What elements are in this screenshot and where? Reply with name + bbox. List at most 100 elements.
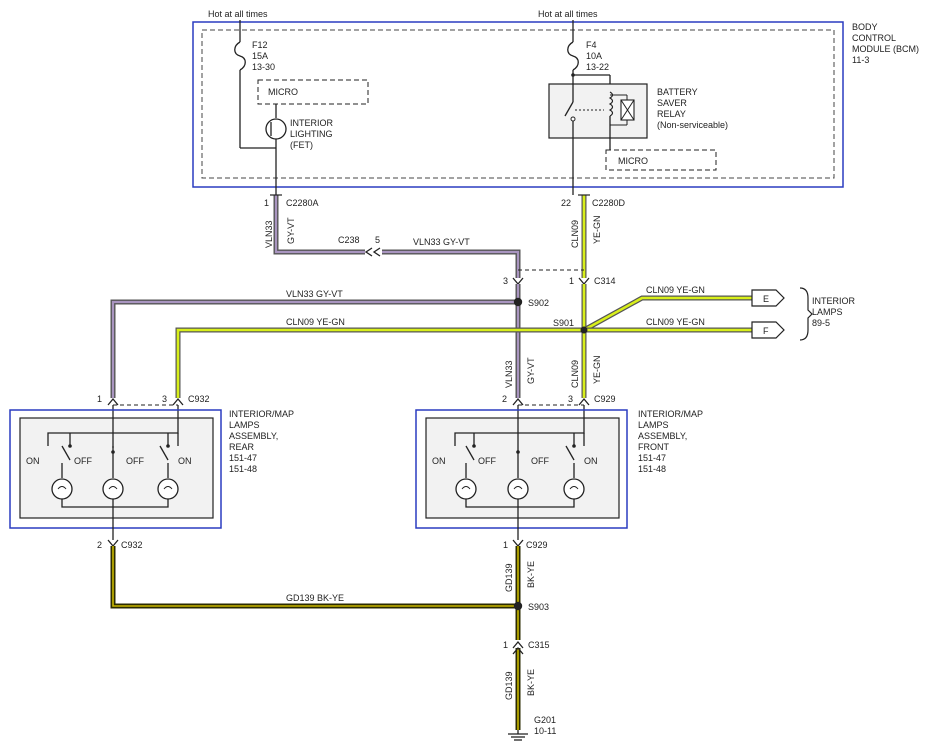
splice-s901-label: S901 xyxy=(553,318,574,328)
vln33-mid-horizontal-label: VLN33 GY-VT xyxy=(286,289,343,299)
fuse-f12-icon xyxy=(234,41,246,71)
gd139-lower-circuit-label: GD139 xyxy=(504,671,514,700)
front-assembly-box xyxy=(425,417,620,519)
rear-bulb-middle-icon xyxy=(102,478,124,500)
c2280a-label: C2280A xyxy=(286,198,319,208)
c315-pin-label: 1 xyxy=(503,640,508,650)
interior-lighting-fet: INTERIOR LIGHTING (FET) xyxy=(265,104,336,195)
c932-pin-1-label: 1 xyxy=(97,394,102,404)
rear-bulb-left-icon xyxy=(51,478,73,500)
c315-label: C315 xyxy=(528,640,550,650)
c929-pin-3-label: 3 xyxy=(568,394,573,404)
c238-label: C238 xyxy=(338,235,360,245)
c932-top-label: C932 xyxy=(188,394,210,404)
c314-pin-3-icon xyxy=(512,277,524,286)
front-bulb-right-icon xyxy=(563,478,585,500)
c929-pin-1-label: 1 xyxy=(503,540,508,550)
connector-e-label: E xyxy=(763,294,769,304)
c929-pin-3-icon xyxy=(578,397,590,406)
cln09-front-color-label: YE-GN xyxy=(592,355,602,384)
cln09-vertical-color-label: YE-GN xyxy=(592,215,602,244)
fet-transistor-icon xyxy=(265,118,287,140)
vln33-front-color-label: GY-VT xyxy=(526,357,536,384)
hot-at-all-times-right: Hot at all times xyxy=(538,9,598,19)
gd139-upper-color-label: BK-YE xyxy=(526,561,536,588)
connector-e xyxy=(751,289,785,307)
cln09-vertical-circuit-label: CLN09 xyxy=(570,220,580,248)
c929-bottom-label: C929 xyxy=(526,540,548,550)
rear-assembly-label: INTERIOR/MAP LAMPS ASSEMBLY, REAR 151-47… xyxy=(229,409,296,474)
front-bulb-middle-icon xyxy=(507,478,529,500)
interior-map-lamps-front: ON OFF OFF ON INTERIOR/MAP LAMPS ASSEMBL… xyxy=(415,405,705,540)
splice-s902-label: S902 xyxy=(528,298,549,308)
fuse-f4-circuit: F4 10A 13-22 xyxy=(567,20,611,92)
rear-assembly-outline xyxy=(9,409,222,529)
connector-f-label: F xyxy=(763,326,769,336)
rear-bulb-right-icon xyxy=(157,478,179,500)
c314-pin-right-label: 1 xyxy=(569,276,574,286)
bcm-outline xyxy=(192,21,844,188)
wire-cln09-interior-lamps xyxy=(582,295,752,333)
wire-vln33-bcm xyxy=(273,195,521,278)
ground-label: G201 xyxy=(534,715,556,725)
c932-pin-2-label: 2 xyxy=(97,540,102,550)
c314-pin-left-label: 3 xyxy=(503,276,508,286)
c929-bottom-pin-icon xyxy=(512,539,524,548)
c314-label: C314 xyxy=(594,276,616,286)
c238-connector-icon xyxy=(364,247,373,257)
micro-box-right xyxy=(605,149,717,171)
rear-switch-left-icon xyxy=(61,445,71,461)
rear-off-right-label: OFF xyxy=(126,456,144,466)
relay-switch-icon xyxy=(564,101,574,117)
micro-label-left: MICRO xyxy=(268,87,298,97)
gd139-lower-color-label: BK-YE xyxy=(526,669,536,696)
vln33-vertical-circuit-label: VLN33 xyxy=(264,220,274,248)
bcm-label: BODY CONTROL MODULE (BCM) 11-3 xyxy=(852,22,922,65)
rear-on-left-label: ON xyxy=(26,456,40,466)
bcm-inner-dashed xyxy=(201,29,835,179)
front-off-left-label: OFF xyxy=(478,456,496,466)
fuse-f4-icon xyxy=(567,41,579,71)
c314-pin-1-icon xyxy=(578,277,590,286)
interior-lamps-label: INTERIOR LAMPS 89-5 xyxy=(812,296,858,328)
rear-on-right-label: ON xyxy=(178,456,192,466)
c932-bottom-label: C932 xyxy=(121,540,143,550)
front-bulb-left-icon xyxy=(455,478,477,500)
c932-bottom-pin-icon xyxy=(107,539,119,548)
splice-s902-dot xyxy=(513,297,523,307)
vln33-vertical-color-label: GY-VT xyxy=(286,217,296,244)
c2280d-label: C2280D xyxy=(592,198,626,208)
fuse-f12-circuit: F12 15A 13-30 xyxy=(234,20,276,149)
interior-lighting-label: INTERIOR LIGHTING (FET) xyxy=(290,118,336,150)
relay-label: BATTERY SAVER RELAY (Non-serviceable) xyxy=(657,87,728,130)
front-on-left-label: ON xyxy=(432,456,446,466)
front-switch-left-icon xyxy=(465,445,475,461)
front-assembly-outline xyxy=(415,409,628,529)
c929-top-label: C929 xyxy=(594,394,616,404)
splice-s901-dot xyxy=(580,326,588,334)
front-on-right-label: ON xyxy=(584,456,598,466)
micro-label-right: MICRO xyxy=(618,156,648,166)
rear-off-left-label: OFF xyxy=(74,456,92,466)
cln09-f-label: CLN09 YE-GN xyxy=(646,317,705,327)
c932-pin-3-icon xyxy=(172,397,184,406)
wire-vln33-rear xyxy=(110,299,518,398)
front-assembly-label: INTERIOR/MAP LAMPS ASSEMBLY, FRONT 151-4… xyxy=(638,409,705,474)
connector-f xyxy=(751,321,785,339)
c932-pin-1-icon xyxy=(107,397,119,406)
rear-switch-right-icon xyxy=(159,445,169,461)
c2280d-pin-label: 22 xyxy=(561,198,571,208)
rear-assembly-box xyxy=(19,417,214,519)
c2280a-pin-label: 1 xyxy=(264,198,269,208)
interior-map-lamps-rear: ON OFF OFF ON INTERIOR/MAP LAMPS ASSEMBL… xyxy=(9,405,296,540)
hot-at-all-times-left: Hot at all times xyxy=(208,9,268,19)
c929-pin-2-label: 2 xyxy=(502,394,507,404)
splice-s903-label: S903 xyxy=(528,602,549,612)
front-off-right-label: OFF xyxy=(531,456,549,466)
wire-cln09-rear xyxy=(175,327,584,398)
front-switch-right-icon xyxy=(565,445,575,461)
body-control-module: BODY CONTROL MODULE (BCM) 11-3 xyxy=(192,21,922,188)
splice-s903-dot xyxy=(513,601,523,611)
ground-g201-icon xyxy=(508,730,528,741)
